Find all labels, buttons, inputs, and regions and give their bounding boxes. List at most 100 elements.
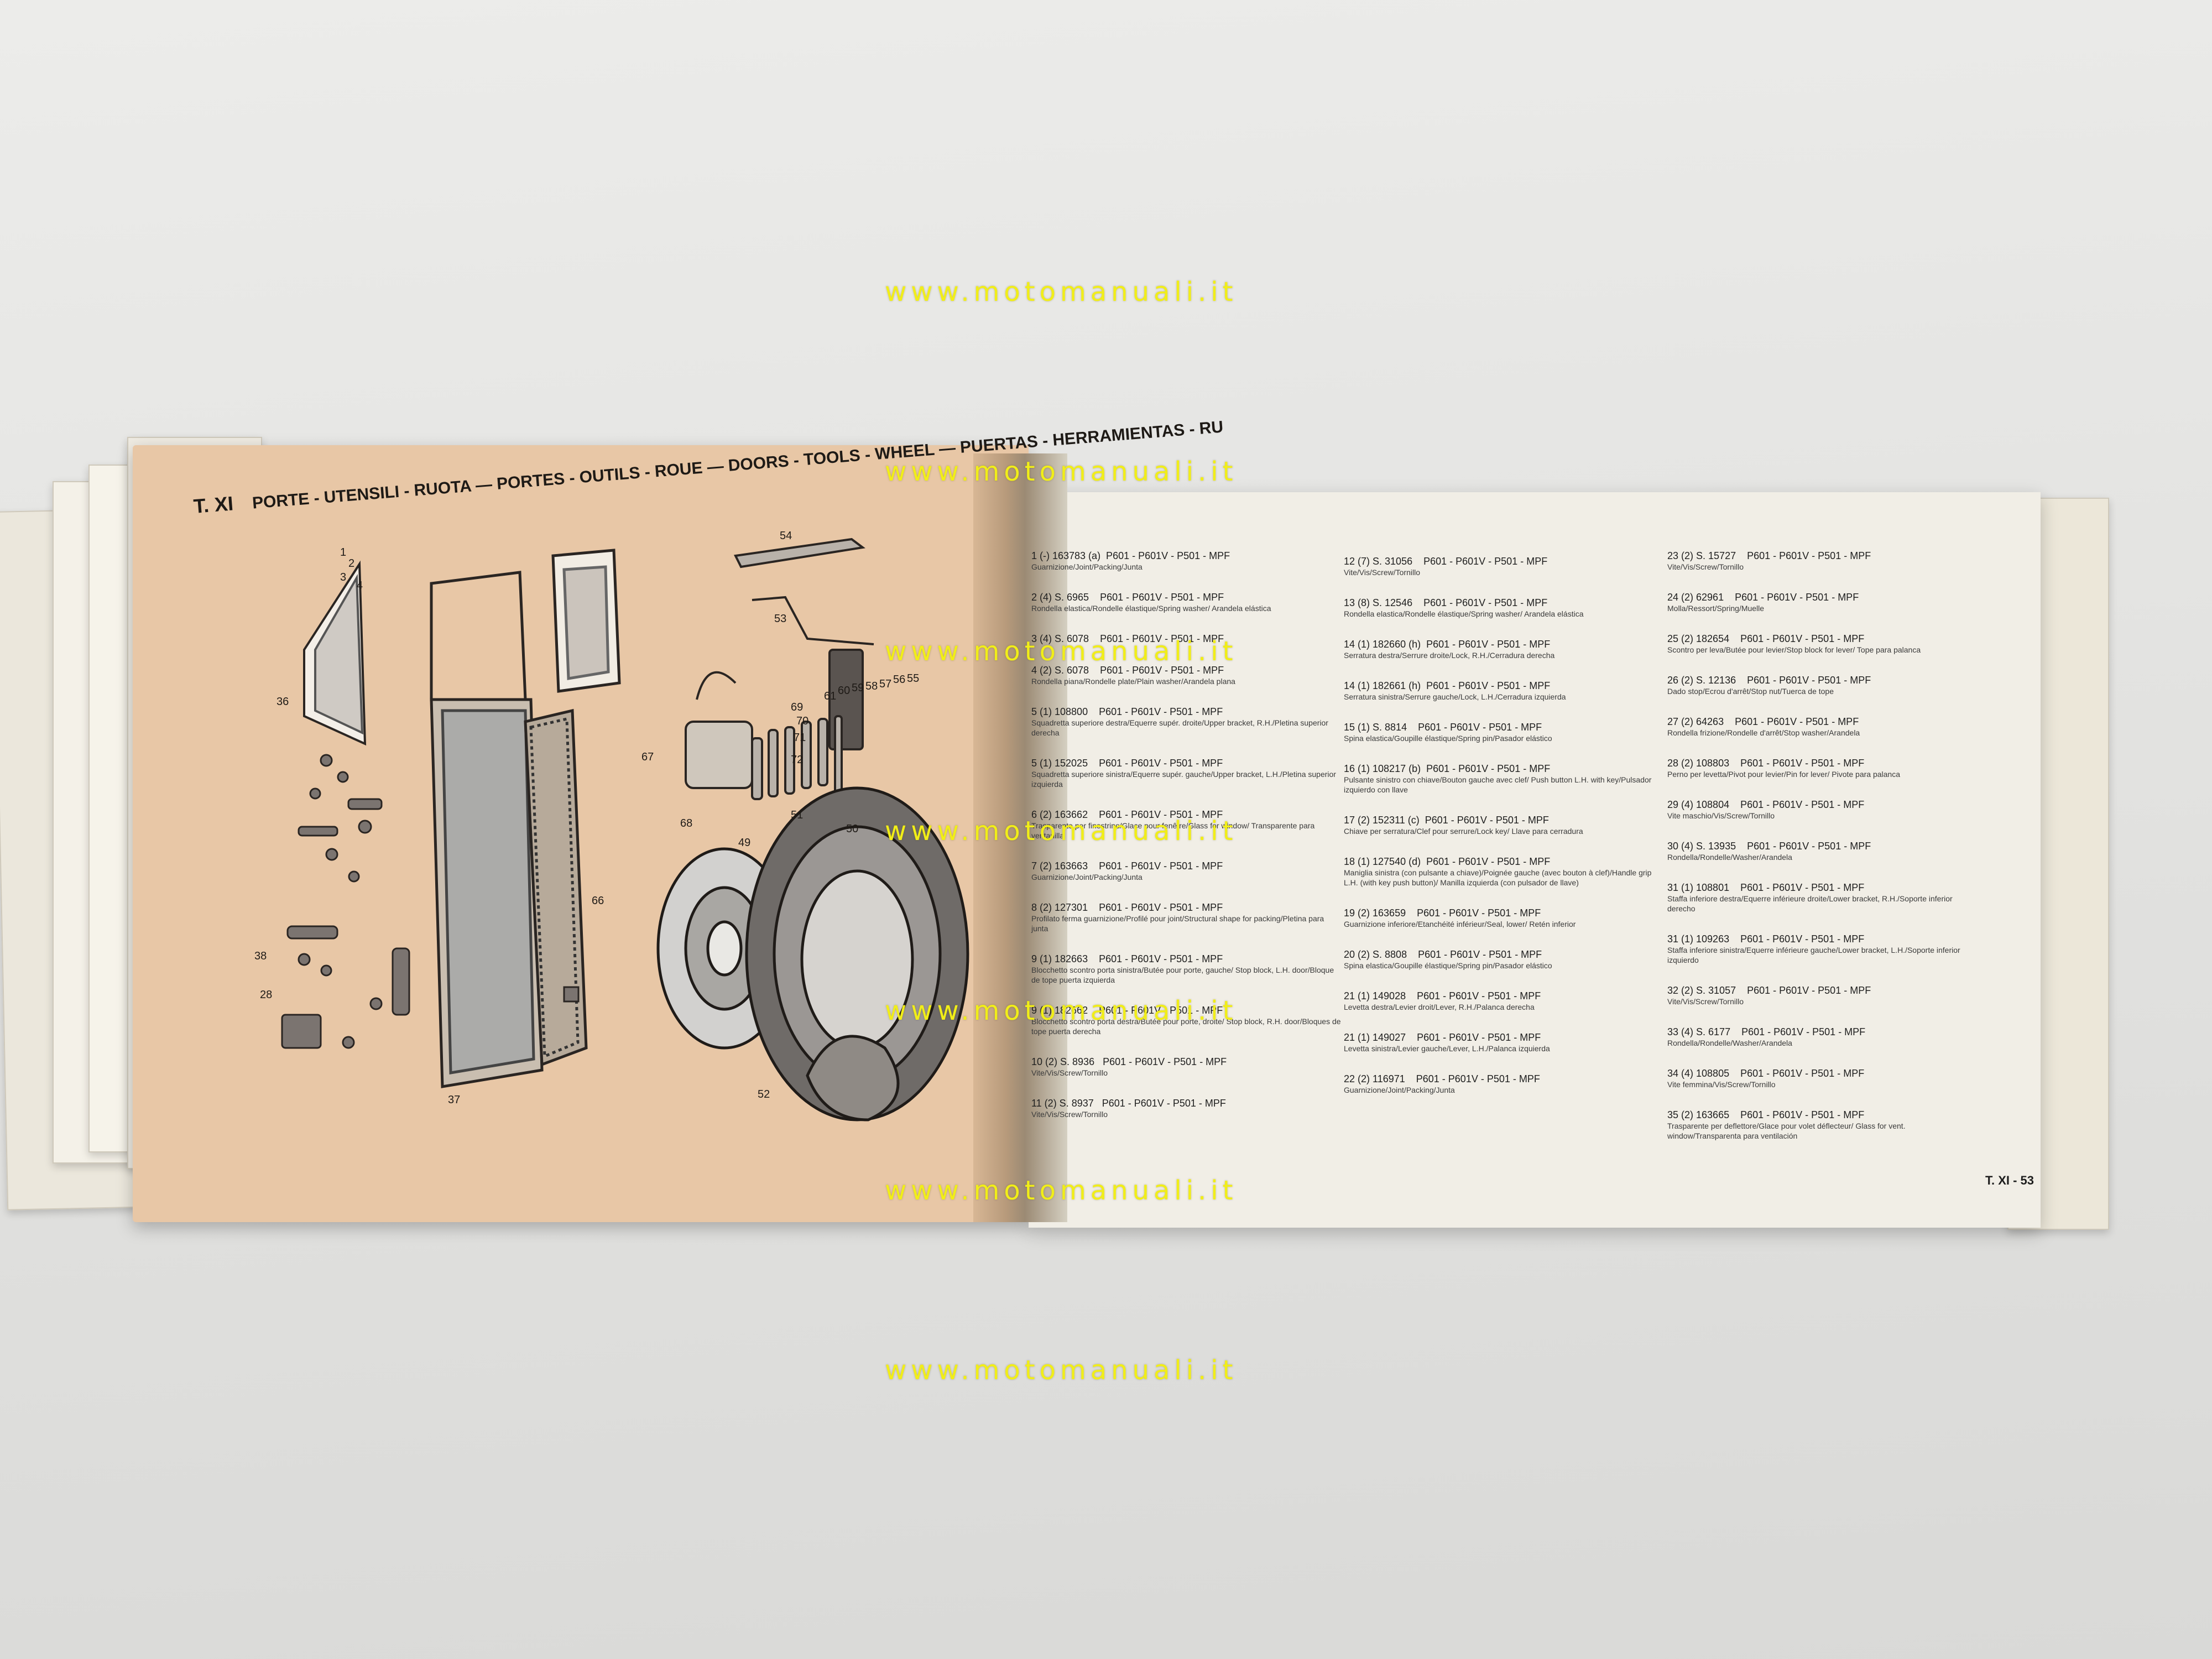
part-number-line: 14 (1) 182660 (h) P601 - P601V - P501 - … [1344, 639, 1551, 650]
parts-column-1: 1 (-) 163783 (a) P601 - P601V - P501 - M… [1031, 550, 1341, 1139]
part-number-line: 26 (2) S. 12136 P601 - P601V - P501 - MP… [1667, 675, 1871, 686]
part-number-line: 6 (2) 163662 P601 - P601V - P501 - MPF [1031, 809, 1223, 820]
part-number-line: 15 (1) S. 8814 P601 - P601V - P501 - MPF [1344, 722, 1542, 733]
part-description: Guarnizione/Joint/Packing/Junta [1344, 1086, 1455, 1094]
book-gutter [973, 453, 1067, 1222]
part-number-line: 27 (2) 64263 P601 - P601V - P501 - MPF [1667, 716, 1859, 727]
wheel-drawing [656, 786, 969, 1121]
part-description: Guarnizione/Joint/Packing/Junta [1031, 873, 1142, 881]
watermark: www.motomanuali.it [885, 456, 1238, 487]
part-description: Rondella/Rondelle/Washer/Arandela [1667, 1039, 1792, 1047]
parts-list-item: 20 (2) S. 8808 P601 - P601V - P501 - MPF… [1344, 949, 1653, 971]
callout-number: 56 [893, 674, 905, 686]
part-number-line: 30 (4) S. 13935 P601 - P601V - P501 - MP… [1667, 841, 1871, 852]
callout-number: 38 [254, 950, 267, 962]
part-description: Profilato ferma guarnizione/Profilé pour… [1031, 914, 1324, 933]
callout-number: 53 [774, 613, 786, 625]
parts-list-item: 14 (1) 182661 (h) P601 - P601V - P501 - … [1344, 680, 1653, 702]
parts-column-2: 12 (7) S. 31056 P601 - P601V - P501 - MP… [1344, 556, 1653, 1115]
part-description: Vite/Vis/Screw/Tornillo [1667, 562, 1744, 571]
part-description: Levetta sinistra/Levier gauche/Lever, L.… [1344, 1044, 1550, 1053]
callout-number: 60 [838, 685, 850, 697]
part-number-line: 25 (2) 182654 P601 - P601V - P501 - MPF [1667, 633, 1865, 644]
part-number-line: 7 (2) 163663 P601 - P601V - P501 - MPF [1031, 860, 1223, 872]
part-description: Blocchetto scontro porta sinistra/Butée … [1031, 966, 1334, 984]
part-description: Dado stop/Ecrou d'arrêt/Stop nut/Tuerca … [1667, 687, 1834, 696]
part-description: Trasparente per finestrino/Glace pour fe… [1031, 821, 1315, 840]
part-description: Serratura destra/Serrure droite/Lock, R.… [1344, 651, 1555, 660]
part-number-line: 4 (2) S. 6078 P601 - P601V - P501 - MPF [1031, 665, 1224, 676]
parts-list-item: 17 (2) 152311 (c) P601 - P601V - P501 - … [1344, 815, 1653, 836]
part-number-line: 18 (1) 127540 (d) P601 - P601V - P501 - … [1344, 856, 1551, 867]
part-description: Trasparente per deflettore/Glace pour vo… [1667, 1121, 1906, 1140]
part-description: Squadretta superiore destra/Equerre supé… [1031, 718, 1328, 737]
part-number-line: 19 (2) 163659 P601 - P601V - P501 - MPF [1344, 907, 1541, 919]
callout-number: 36 [276, 696, 289, 708]
part-description: Scontro per leva/Butée pour levier/Stop … [1667, 645, 1921, 654]
part-description: Chiave per serratura/Clef pour serrure/L… [1344, 827, 1583, 836]
part-number-line: 21 (1) 149027 P601 - P601V - P501 - MPF [1344, 1032, 1541, 1043]
callout-number: 67 [641, 751, 654, 763]
exploded-parts-drawing: 1 2 3 4 36 38 28 37 66 67 68 69 70 71 72… [254, 530, 969, 1121]
part-description: Staffa inferiore sinistra/Equerre inféri… [1667, 946, 1960, 964]
part-number-line: 28 (2) 108803 P601 - P601V - P501 - MPF [1667, 758, 1865, 769]
part-number-line: 17 (2) 152311 (c) P601 - P601V - P501 - … [1344, 815, 1549, 826]
part-number-line: 33 (4) S. 6177 P601 - P601V - P501 - MPF [1667, 1026, 1866, 1037]
part-number-line: 35 (2) 163665 P601 - P601V - P501 - MPF [1667, 1109, 1865, 1120]
part-description: Spina elastica/Goupille élastique/Spring… [1344, 734, 1552, 743]
part-description: Rondella elastica/Rondelle élastique/Spr… [1344, 609, 1584, 618]
part-number-line: 29 (4) 108804 P601 - P601V - P501 - MPF [1667, 799, 1865, 810]
parts-list-item: 32 (2) S. 31057 P601 - P601V - P501 - MP… [1667, 985, 1977, 1006]
parts-list-item: 13 (8) S. 12546 P601 - P601V - P501 - MP… [1344, 597, 1653, 619]
callout-number: 59 [852, 682, 864, 694]
callout-number: 28 [260, 989, 272, 1001]
part-number-line: 8 (2) 127301 P601 - P601V - P501 - MPF [1031, 902, 1223, 913]
parts-list-item: 1 (-) 163783 (a) P601 - P601V - P501 - M… [1031, 550, 1341, 572]
part-number-line: 21 (1) 149028 P601 - P601V - P501 - MPF [1344, 990, 1541, 1001]
part-description: Perno per levetta/Pivot pour levier/Pin … [1667, 770, 1901, 779]
parts-list-item: 30 (4) S. 13935 P601 - P601V - P501 - MP… [1667, 841, 1977, 862]
callout-number: 2 [348, 557, 354, 570]
parts-list-item: 15 (1) S. 8814 P601 - P601V - P501 - MPF… [1344, 722, 1653, 743]
part-number-line: 23 (2) S. 15727 P601 - P601V - P501 - MP… [1667, 550, 1871, 561]
part-number-line: 16 (1) 108217 (b) P601 - P601V - P501 - … [1344, 763, 1551, 774]
part-description: Spina elastica/Goupille élastique/Spring… [1344, 961, 1552, 970]
parts-column-3: 23 (2) S. 15727 P601 - P601V - P501 - MP… [1667, 550, 1977, 1161]
part-description: Vite/Vis/Screw/Tornillo [1031, 1068, 1108, 1077]
callout-number: 57 [879, 678, 891, 690]
part-description: Pulsante sinistro con chiave/Bouton gauc… [1344, 775, 1652, 794]
part-number-line: 34 (4) 108805 P601 - P601V - P501 - MPF [1667, 1068, 1865, 1079]
part-description: Vite femmina/Vis/Screw/Tornillo [1667, 1080, 1776, 1089]
part-number-line: 12 (7) S. 31056 P601 - P601V - P501 - MP… [1344, 556, 1548, 567]
callout-number: 37 [448, 1094, 460, 1106]
parts-list-item: 10 (2) S. 8936 P601 - P601V - P501 - MPF… [1031, 1056, 1341, 1078]
table-number: T. XI [192, 492, 234, 518]
part-number-line: 1 (-) 163783 (a) P601 - P601V - P501 - M… [1031, 550, 1230, 561]
part-description: Maniglia sinistra (con pulsante a chiave… [1344, 868, 1652, 887]
part-description: Rondella elastica/Rondelle élastique/Spr… [1031, 604, 1271, 613]
part-number-line: 31 (1) 109263 P601 - P601V - P501 - MPF [1667, 933, 1865, 945]
callout-number: 4 [357, 580, 363, 592]
callout-number: 66 [592, 895, 604, 907]
part-description: Rondella piana/Rondelle plate/Plain wash… [1031, 677, 1235, 686]
parts-list-item: 23 (2) S. 15727 P601 - P601V - P501 - MP… [1667, 550, 1977, 572]
part-description: Vite/Vis/Screw/Tornillo [1031, 1110, 1108, 1119]
part-number-line: 24 (2) 62961 P601 - P601V - P501 - MPF [1667, 592, 1859, 603]
callout-number: 51 [791, 809, 803, 821]
part-description: Guarnizione/Joint/Packing/Junta [1031, 562, 1142, 571]
